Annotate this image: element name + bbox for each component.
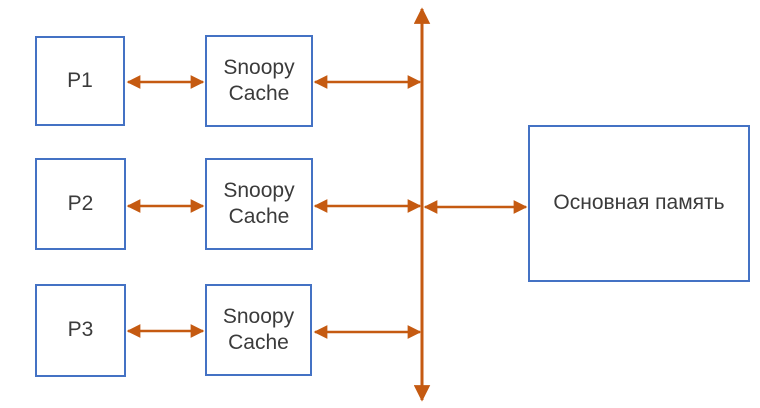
processor-p3-label: P3: [67, 318, 94, 342]
processor-p3-box: P3: [35, 284, 126, 377]
snoopy-cache-2-label: Snoopy Cache: [223, 178, 295, 228]
processor-p1-box: P1: [35, 36, 125, 126]
processor-p2-box: P2: [35, 158, 126, 250]
main-memory-label: Основная память: [553, 191, 725, 215]
main-memory-box: Основная память: [528, 125, 750, 282]
snoopy-cache-1-label: Snoopy Cache: [223, 55, 295, 105]
processor-p2-label: P2: [67, 191, 94, 215]
snoopy-cache-1-box: Snoopy Cache: [205, 35, 313, 127]
processor-p1-label: P1: [67, 68, 93, 92]
snoopy-cache-2-box: Snoopy Cache: [205, 158, 313, 250]
snoopy-cache-3-box: Snoopy Cache: [205, 284, 312, 376]
snoopy-cache-3-label: Snoopy Cache: [222, 304, 295, 354]
